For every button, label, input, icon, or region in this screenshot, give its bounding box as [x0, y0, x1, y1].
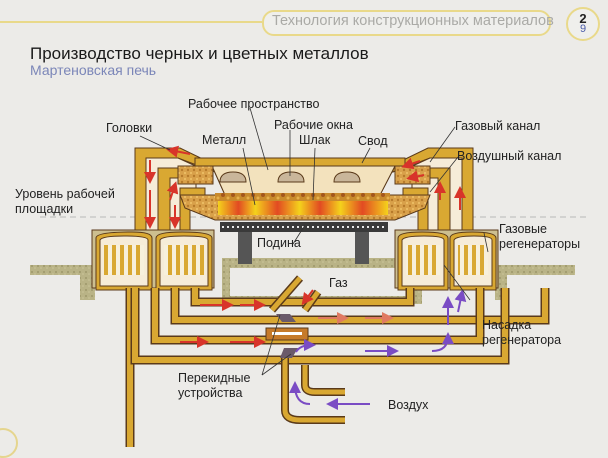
label-reversing-devices-line2: устройства — [178, 386, 243, 400]
work-window — [219, 171, 247, 183]
label-reversing-devices-line1: Перекидные — [178, 371, 251, 385]
label-air: Воздух — [388, 398, 429, 412]
label-gas-regenerators-line1: Газовые — [499, 222, 547, 236]
work-window — [277, 171, 305, 183]
label-regenerator-checker-line1: Насадка — [482, 318, 532, 332]
flue-channels — [125, 275, 550, 447]
gas-valve-flap — [276, 314, 296, 322]
open-hearth-furnace-diagram — [30, 107, 590, 447]
work-windows — [219, 171, 361, 183]
ground-left — [30, 265, 95, 300]
label-gas: Газ — [329, 276, 348, 290]
page-number-badge: 2 9 — [566, 7, 600, 41]
label-gas-channel: Газовый канал — [455, 119, 541, 133]
valve-slot — [272, 332, 302, 335]
header-rule — [0, 21, 262, 23]
label-working-space: Рабочее пространство — [188, 97, 320, 111]
page-title: Производство черных и цветных металлов — [30, 44, 369, 63]
series-title: Технология конструкционных материалов — [272, 13, 554, 29]
label-hearth: Подина — [257, 236, 301, 250]
label-metal: Металл — [202, 133, 247, 147]
hearth-pillar-left — [238, 232, 252, 264]
page-number-bottom: 9 — [579, 23, 587, 35]
air-valve-flap — [280, 348, 298, 358]
right-regenerators — [394, 229, 499, 291]
left-regenerators — [91, 229, 215, 291]
air-flow-arrows — [289, 289, 467, 410]
page-subtitle: Мартеновская печь — [30, 62, 157, 78]
label-air-channel: Воздушный канал — [457, 149, 562, 163]
label-heads: Головки — [106, 121, 153, 135]
header-pill — [262, 10, 551, 36]
label-slag: Шлак — [299, 133, 331, 147]
slag-layer — [215, 193, 390, 201]
work-window — [333, 171, 361, 183]
left-port-block — [177, 165, 214, 185]
gas-flow-arrows — [144, 145, 466, 348]
label-work-windows: Рабочие окна — [274, 118, 353, 132]
label-roof: Свод — [358, 134, 388, 148]
ground-right — [495, 265, 575, 300]
reversing-valves — [265, 314, 309, 358]
label-platform-level-line2: площадки — [15, 202, 74, 216]
molten-metal — [218, 201, 388, 215]
page-number-top: 2 — [579, 11, 587, 26]
label-gas-regenerators-line2: регенераторы — [499, 237, 581, 251]
leader-lines — [139, 107, 489, 376]
label-platform-level-line1: Уровень рабочей — [15, 187, 115, 201]
label-regenerator-checker-line2: регенератора — [482, 333, 562, 347]
ground-center — [222, 258, 422, 304]
hearth-pillar-right — [355, 232, 369, 264]
right-port-block — [394, 165, 431, 185]
